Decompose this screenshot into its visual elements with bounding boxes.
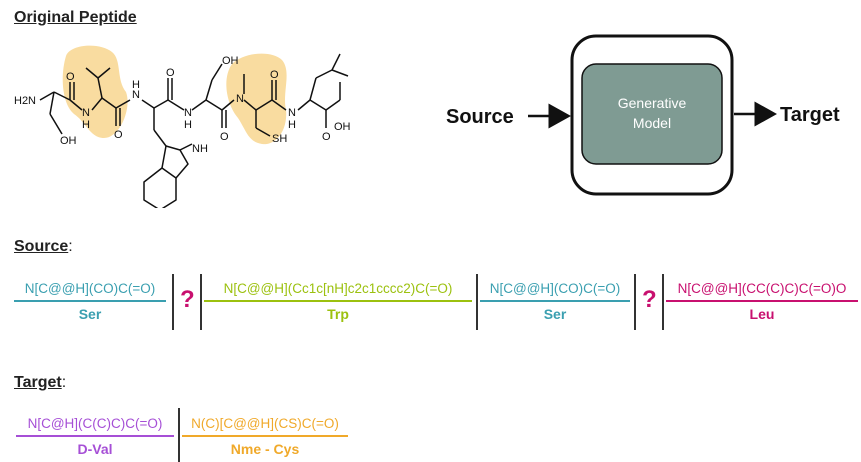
separator: [662, 274, 664, 330]
atom-n1: N: [82, 107, 90, 119]
separator: [178, 408, 180, 462]
atom-h5: H: [288, 119, 296, 131]
generative-model-diagram: Source Generative Model Target: [446, 34, 840, 196]
atom-n4: N: [236, 93, 244, 105]
model-label-line1: Generative: [618, 95, 687, 111]
segment-underline: [666, 300, 858, 302]
segment-underline: [16, 435, 174, 437]
atom-h1: H: [82, 119, 90, 131]
atom-o1: O: [66, 71, 75, 83]
atom-h2: H: [132, 79, 140, 91]
atom-o3: O: [166, 67, 175, 79]
source-segment-3: N[C@@H](CO)C(=O) Ser: [480, 280, 630, 322]
target-segment-1: N[C@H](C(C)C)C(=O) D-Val: [16, 415, 174, 457]
model-inner-box: [581, 63, 723, 165]
separator: [476, 274, 478, 330]
atom-oh3: OH: [334, 121, 351, 133]
atom-h3: H: [184, 119, 192, 131]
separator: [172, 274, 174, 330]
target-heading: Target:: [14, 374, 67, 391]
segment-underline: [204, 300, 472, 302]
segment-smiles: N[C@H](C(C)C)C(=O): [27, 416, 163, 431]
highlight-nme-cys: [226, 53, 287, 145]
atom-o2: O: [114, 129, 123, 141]
source-input-label: Source: [446, 106, 514, 128]
segment-smiles: N(C)[C@@H](CS)C(=O): [191, 416, 339, 431]
target-segment-2: N(C)[C@@H](CS)C(=O) Nme - Cys: [182, 415, 348, 457]
atom-h2n: H2N: [14, 95, 36, 107]
source-segment-4: N[C@@H](CC(C)C)C(=O)O Leu: [666, 280, 858, 322]
model-label-line2: Model: [633, 115, 671, 131]
segment-name: Ser: [543, 306, 567, 322]
unknown-link-marker: ?: [642, 286, 657, 313]
separator: [634, 274, 636, 330]
atom-n2: N: [132, 89, 140, 101]
segment-smiles: N[C@@H](CO)C(=O): [489, 281, 621, 296]
target-output-label: Target: [780, 104, 840, 126]
segment-smiles: N[C@@H](Cc1c[nH]c2c1cccc2)C(=O): [223, 281, 453, 296]
source-segment-2: N[C@@H](Cc1c[nH]c2c1cccc2)C(=O) Trp: [204, 280, 472, 322]
segment-name: Trp: [327, 306, 349, 322]
segment-underline: [480, 300, 630, 302]
segment-underline: [14, 300, 166, 302]
atom-n5: N: [288, 107, 296, 119]
segment-underline: [182, 435, 348, 437]
atom-oh2: OH: [222, 55, 239, 67]
segment-smiles: N[C@@H](CO)C(=O): [24, 281, 156, 296]
atom-n3: N: [184, 107, 192, 119]
atom-o4: O: [220, 131, 229, 143]
separator: [200, 274, 202, 330]
original-peptide-title: Original Peptide: [14, 9, 137, 26]
segment-name: Ser: [78, 306, 102, 322]
atom-o5: O: [270, 69, 279, 81]
atom-o6: O: [322, 131, 331, 143]
segment-name: Leu: [749, 306, 775, 322]
atom-indole-nh: NH: [192, 143, 208, 155]
unknown-link-marker: ?: [180, 286, 195, 313]
segment-name: Nme - Cys: [230, 441, 300, 457]
source-segment-1: N[C@@H](CO)C(=O) Ser: [14, 280, 166, 322]
atom-oh1: OH: [60, 135, 77, 147]
atom-sh: SH: [272, 133, 287, 145]
peptide-structure: H2N OH O N H O N H O N H OH O N O SH N H…: [14, 45, 351, 208]
segment-smiles: N[C@@H](CC(C)C)C(=O)O: [677, 281, 847, 296]
source-heading: Source:: [14, 238, 73, 255]
highlight-val: [62, 45, 128, 139]
segment-name: D-Val: [77, 441, 113, 457]
